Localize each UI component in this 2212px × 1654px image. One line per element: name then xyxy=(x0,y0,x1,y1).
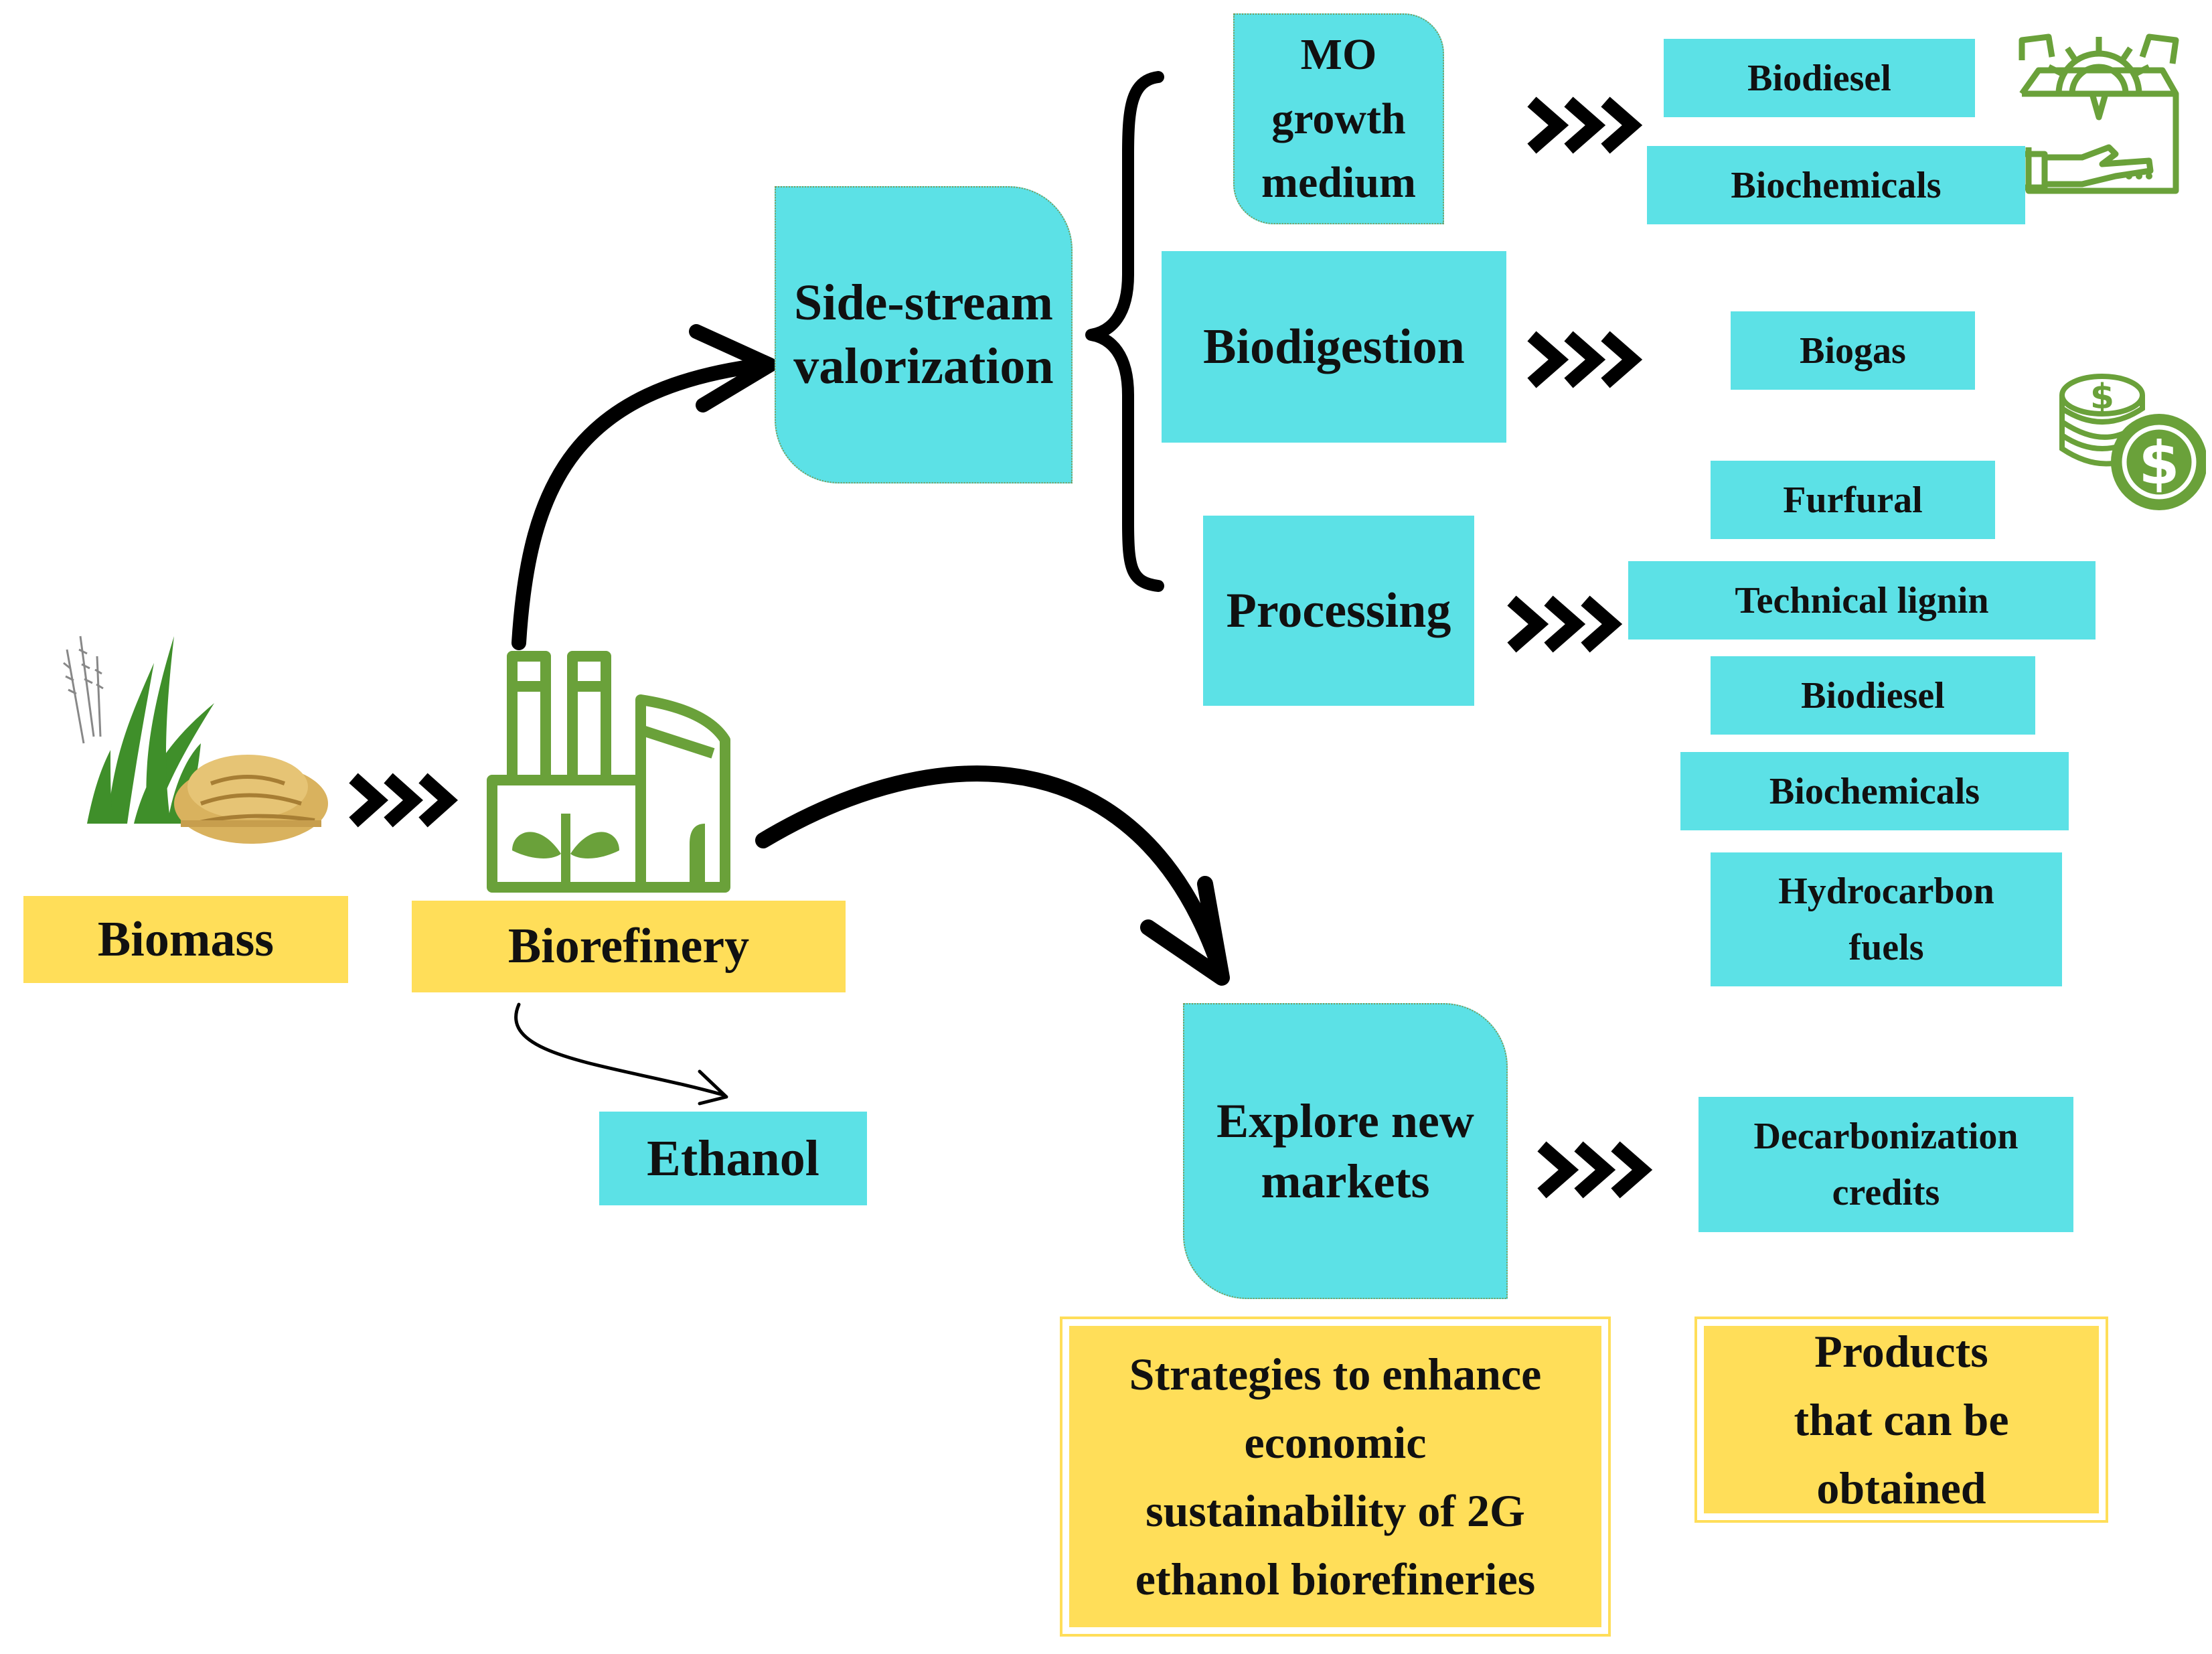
ethanol-text: Ethanol xyxy=(647,1130,819,1187)
side-stream-valorization-box: Side-stream valorization xyxy=(775,186,1073,483)
biomass-label: Biomass xyxy=(23,896,348,983)
product-biodiesel-processing: Biodiesel xyxy=(1711,656,2035,735)
product-biogas-text: Biogas xyxy=(1800,329,1906,372)
legend-strategies: Strategies to enhance economic sustainab… xyxy=(1060,1317,1611,1637)
product-biodiesel-mo-text: Biodiesel xyxy=(1747,57,1891,99)
biorefinery-text: Biorefinery xyxy=(507,919,750,974)
processing-box: Processing xyxy=(1203,516,1474,706)
biodigestion-box: Biodigestion xyxy=(1162,251,1506,443)
product-hydrocarbon-fuels: Hydrocarbon fuels xyxy=(1711,852,2062,986)
svg-text:$: $ xyxy=(2090,377,2114,417)
curly-brace xyxy=(1085,71,1164,592)
chevrons-biodigestion-to-products xyxy=(1527,331,1643,388)
side-stream-line-2: valorization xyxy=(793,338,1054,394)
chevrons-mo-to-products xyxy=(1527,96,1643,154)
legend-strategies-line-3: sustainability of 2G xyxy=(1146,1485,1525,1536)
biomass-text: Biomass xyxy=(97,911,274,967)
arrow-to-side-stream xyxy=(511,358,771,650)
legend-strategies-line-2: economic xyxy=(1244,1417,1427,1468)
legend-products-line-2: that can be xyxy=(1794,1394,2009,1445)
biomass-crop-icon xyxy=(63,635,328,844)
arrow-to-ethanol xyxy=(514,1002,725,1097)
product-biodiesel-processing-text: Biodiesel xyxy=(1801,674,1945,717)
chevrons-explore-to-products xyxy=(1537,1141,1653,1199)
arrowhead-side-stream xyxy=(689,324,777,412)
biorefinery-label: Biorefinery xyxy=(412,901,846,992)
decarbonization-line-1: Decarbonization xyxy=(1753,1116,2019,1157)
ethanol-box: Ethanol xyxy=(599,1112,867,1205)
legend-strategies-line-1: Strategies to enhance xyxy=(1129,1349,1542,1400)
product-biochemicals-processing: Biochemicals xyxy=(1680,752,2069,830)
legend-strategies-line-4: ethanol biorefineries xyxy=(1135,1554,1536,1604)
arrowhead-ethanol xyxy=(698,1069,728,1106)
product-furfural: Furfural xyxy=(1711,461,1995,539)
product-biochemicals-processing-text: Biochemicals xyxy=(1769,770,1980,812)
legend-products-line-3: obtained xyxy=(1816,1462,1986,1513)
product-decarbonization-credits: Decarbonization credits xyxy=(1698,1097,2073,1232)
product-biochemicals-mo-text: Biochemicals xyxy=(1731,164,1942,206)
box-gear-hand-icon xyxy=(2013,33,2179,194)
svg-text:$: $ xyxy=(2138,429,2179,498)
product-technical-lignin: Technical lignin xyxy=(1628,561,2096,640)
arrow-to-explore xyxy=(755,765,1227,972)
product-technical-lignin-text: Technical lignin xyxy=(1735,579,1989,621)
mo-growth-medium-box: MO growth medium xyxy=(1233,13,1444,224)
hydrocarbon-line-2: fuels xyxy=(1848,927,1924,968)
mo-line-3: medium xyxy=(1261,158,1416,208)
explore-line-2: markets xyxy=(1261,1154,1430,1208)
explore-line-1: Explore new xyxy=(1216,1094,1474,1148)
biodigestion-text: Biodigestion xyxy=(1203,319,1465,374)
product-biodiesel-mo: Biodiesel xyxy=(1664,39,1975,117)
explore-new-markets-box: Explore new markets xyxy=(1183,1003,1508,1299)
coins-dollar-icon: $ $ xyxy=(2059,374,2206,510)
decarbonization-line-2: credits xyxy=(1832,1172,1940,1213)
chevrons-processing-to-products xyxy=(1507,595,1623,653)
product-biogas: Biogas xyxy=(1731,311,1975,390)
legend-products-line-1: Products xyxy=(1814,1326,1988,1377)
factory-icon xyxy=(487,651,730,893)
mo-line-1: MO xyxy=(1300,29,1377,79)
arrowhead-explore xyxy=(1140,876,1230,986)
mo-line-2: growth xyxy=(1271,94,1406,143)
product-biochemicals-mo: Biochemicals xyxy=(1647,146,2025,224)
processing-text: Processing xyxy=(1226,583,1451,638)
side-stream-line-1: Side-stream xyxy=(794,275,1053,331)
legend-products: Products that can be obtained xyxy=(1694,1317,2108,1523)
chevrons-biomass-to-biorefinery xyxy=(349,773,459,828)
product-furfural-text: Furfural xyxy=(1783,479,1923,521)
hydrocarbon-line-1: Hydrocarbon xyxy=(1778,871,1994,912)
